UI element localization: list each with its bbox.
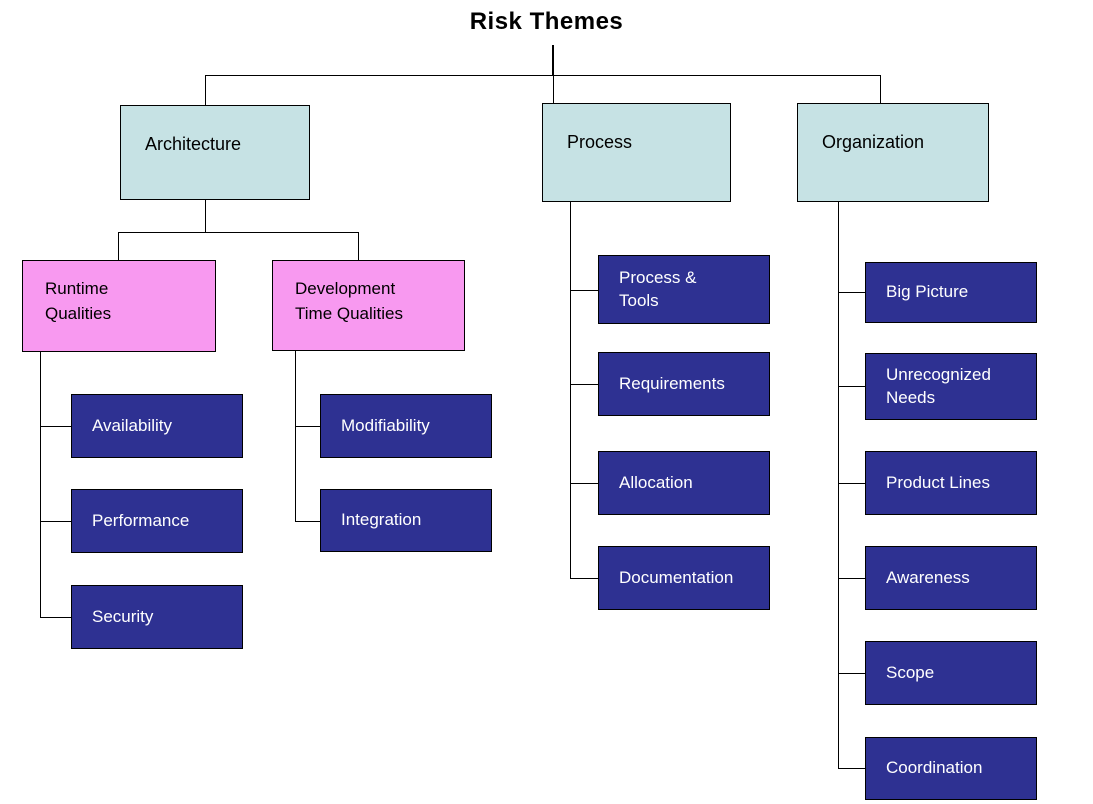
connector-line bbox=[205, 200, 206, 232]
node-scope: Scope bbox=[865, 641, 1037, 705]
connector-line bbox=[40, 426, 71, 427]
node-runtime-qualities: Runtime Qualities bbox=[22, 260, 216, 352]
connector-line bbox=[570, 202, 571, 578]
connector-line bbox=[838, 768, 865, 769]
node-development-time-qualities: Development Time Qualities bbox=[272, 260, 465, 351]
connector-line bbox=[40, 521, 71, 522]
connector-line bbox=[205, 75, 206, 105]
connector-line bbox=[880, 75, 881, 103]
connector-line bbox=[570, 290, 598, 291]
connector-line bbox=[838, 386, 865, 387]
node-performance: Performance bbox=[71, 489, 243, 553]
node-modifiability: Modifiability bbox=[320, 394, 492, 458]
connector-line bbox=[40, 617, 71, 618]
node-availability: Availability bbox=[71, 394, 243, 458]
node-unrecognized-needs: Unrecognized Needs bbox=[865, 353, 1037, 420]
node-allocation: Allocation bbox=[598, 451, 770, 515]
connector-line bbox=[118, 232, 119, 260]
node-documentation: Documentation bbox=[598, 546, 770, 610]
connector-line bbox=[205, 75, 881, 76]
connector-line bbox=[295, 521, 320, 522]
connector-line bbox=[838, 292, 865, 293]
node-integration: Integration bbox=[320, 489, 492, 552]
node-security: Security bbox=[71, 585, 243, 649]
node-process-tools: Process & Tools bbox=[598, 255, 770, 324]
connector-line bbox=[40, 352, 41, 617]
connector-line bbox=[553, 75, 554, 103]
node-product-lines: Product Lines bbox=[865, 451, 1037, 515]
connector-line bbox=[570, 384, 598, 385]
diagram-title: Risk Themes bbox=[469, 8, 624, 35]
node-awareness: Awareness bbox=[865, 546, 1037, 610]
connector-line bbox=[295, 426, 320, 427]
node-process: Process bbox=[542, 103, 731, 202]
connector-line bbox=[838, 673, 865, 674]
node-coordination: Coordination bbox=[865, 737, 1037, 800]
connector-line bbox=[838, 483, 865, 484]
connector-line bbox=[570, 483, 598, 484]
node-requirements: Requirements bbox=[598, 352, 770, 416]
connector-line bbox=[118, 232, 359, 233]
connector-line bbox=[838, 578, 865, 579]
node-big-picture: Big Picture bbox=[865, 262, 1037, 323]
connector-line bbox=[295, 351, 296, 521]
connector-line bbox=[838, 202, 839, 768]
connector-line bbox=[358, 232, 359, 260]
node-architecture: Architecture bbox=[120, 105, 310, 200]
connector-line bbox=[552, 45, 554, 75]
node-organization: Organization bbox=[797, 103, 989, 202]
connector-line bbox=[570, 578, 598, 579]
